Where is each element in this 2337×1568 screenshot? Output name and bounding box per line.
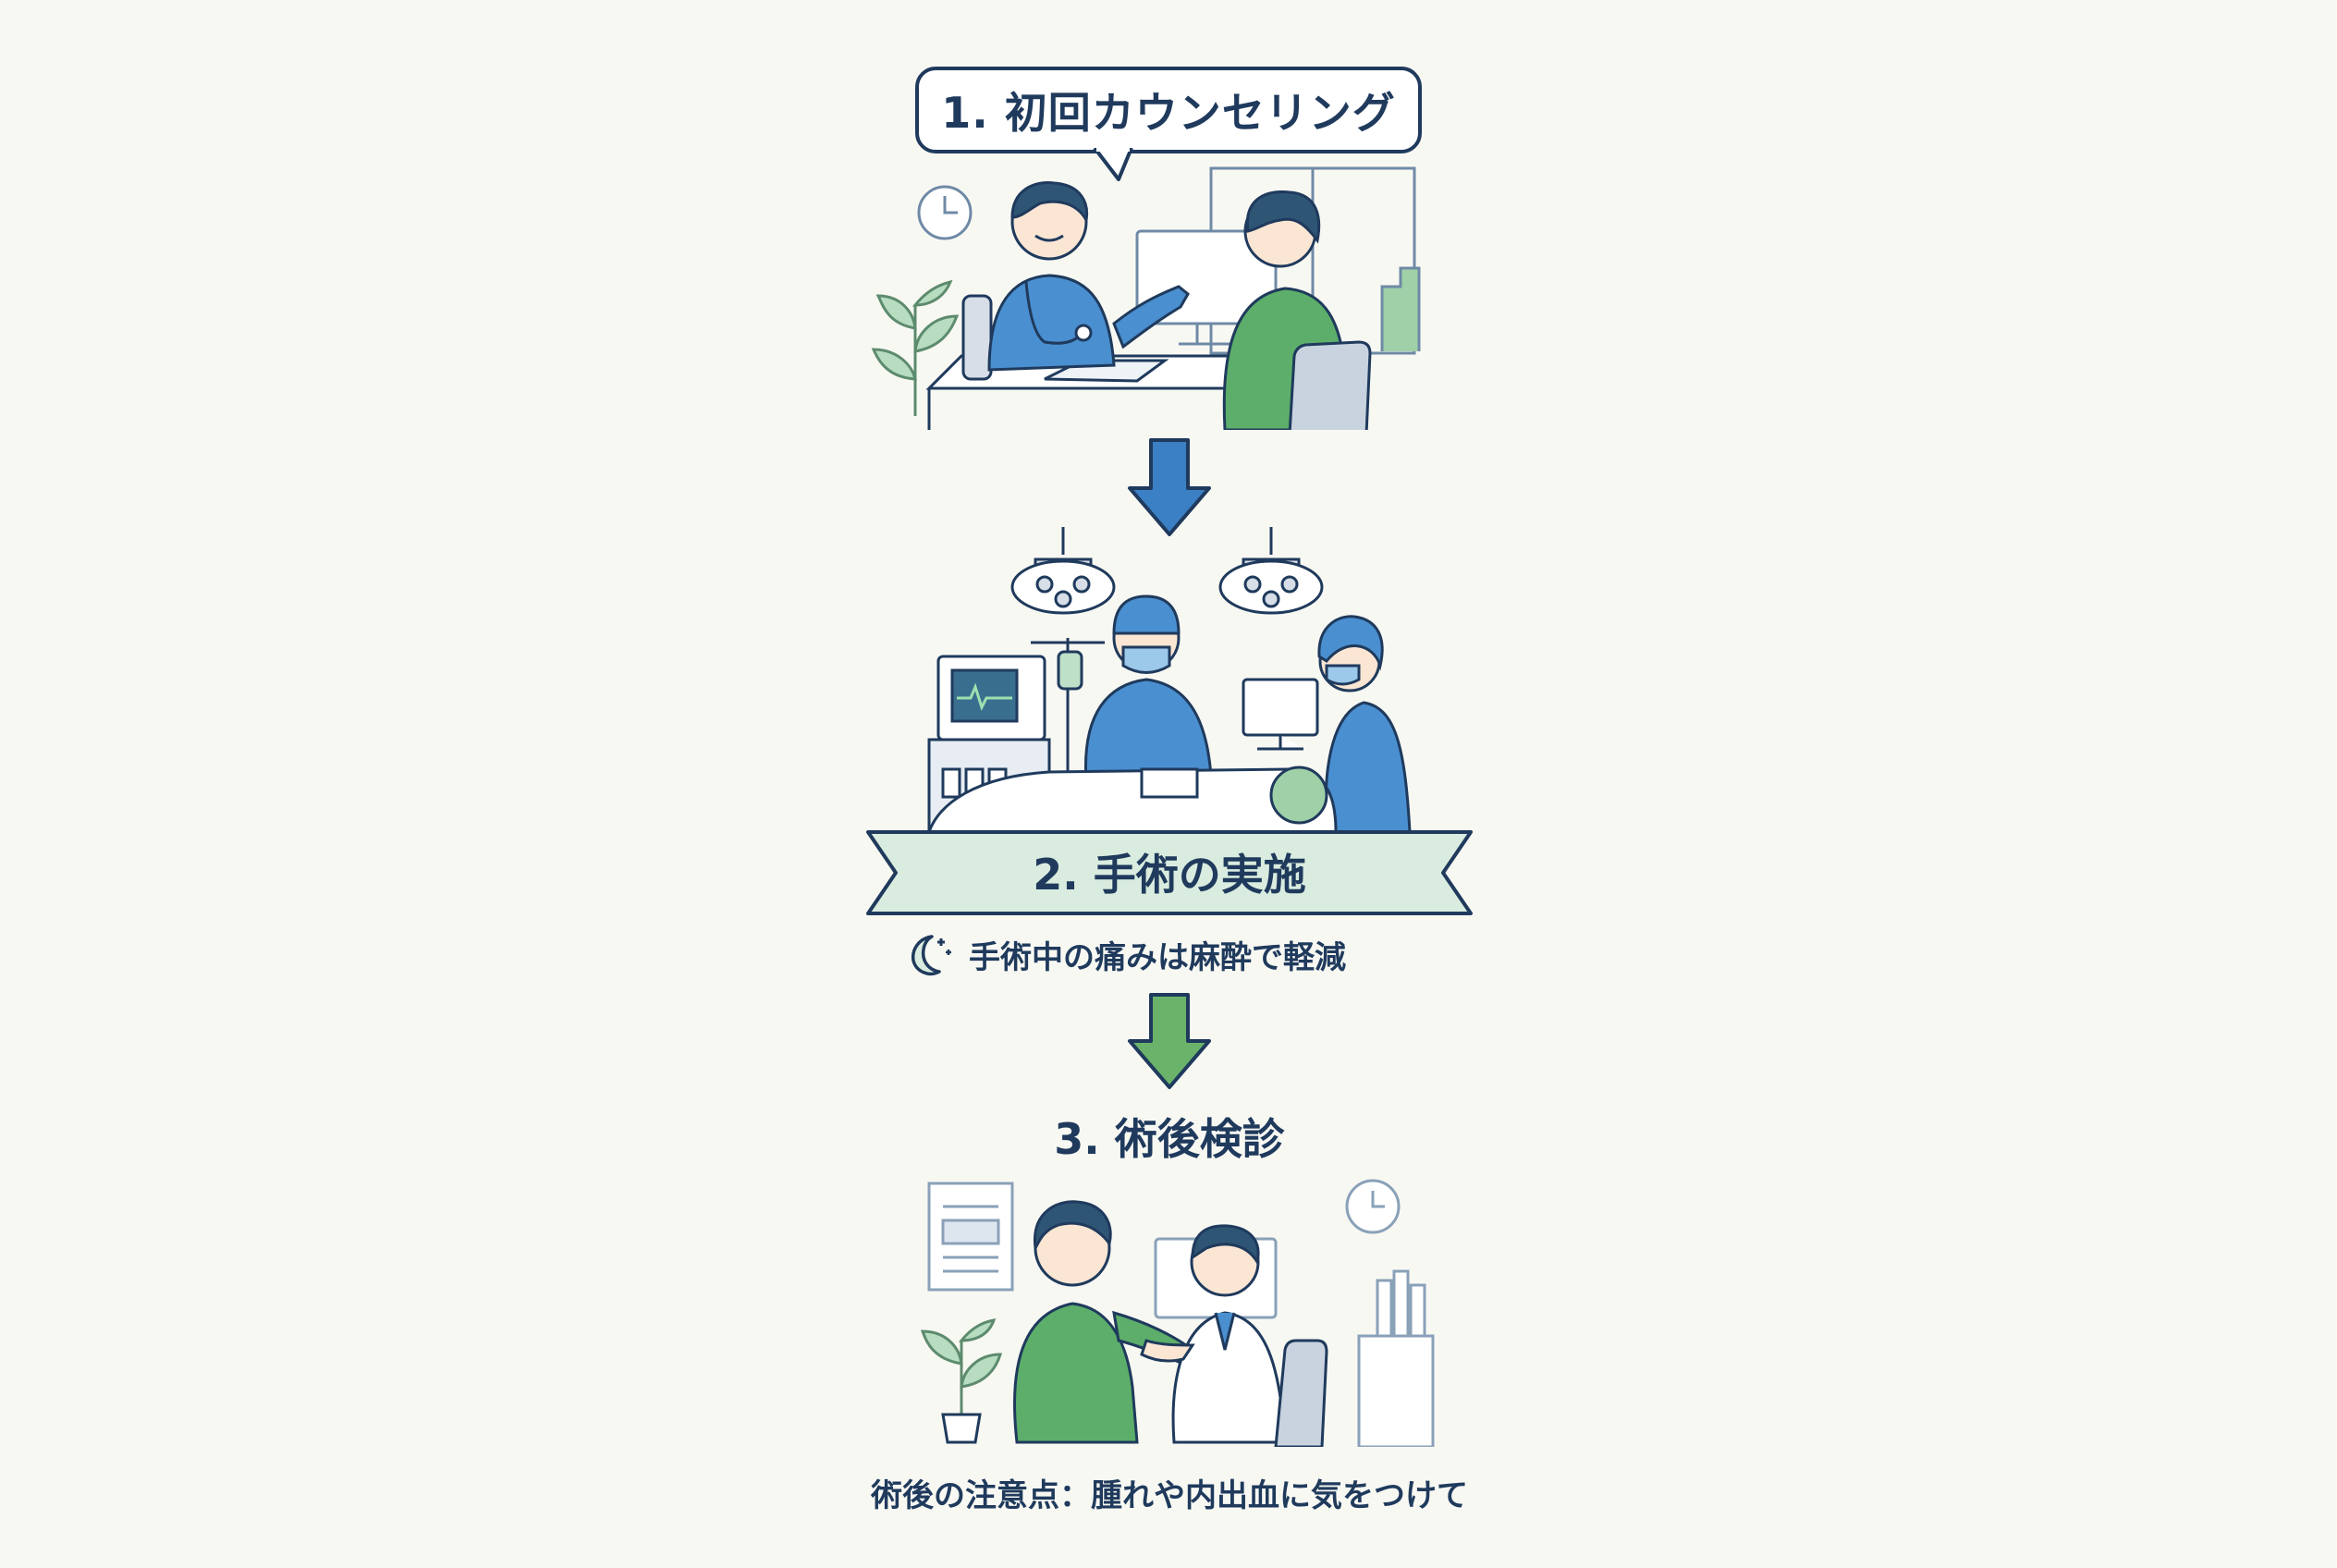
iv-stand-icon bbox=[1031, 638, 1105, 832]
step2-title: 2. 手術の実施 bbox=[1033, 850, 1306, 900]
plant-icon bbox=[920, 1318, 1003, 1444]
patient-on-table bbox=[927, 766, 1338, 832]
down-arrow-icon bbox=[1128, 993, 1211, 1089]
chair bbox=[1274, 1339, 1328, 1447]
surgeon-figure bbox=[1083, 594, 1213, 783]
operating-room-illustration bbox=[927, 527, 1412, 832]
checkup-illustration bbox=[920, 1179, 1435, 1447]
clock-icon bbox=[917, 185, 973, 240]
patient-figure bbox=[1013, 1200, 1195, 1444]
anesthesia-note-text: 手術中の痛みは麻酔で軽減 bbox=[969, 938, 1346, 976]
surgical-lamp-icon bbox=[1218, 527, 1324, 615]
anesthesia-note: 手術中の痛みは麻酔で軽減 bbox=[906, 926, 1442, 982]
surgical-lamp-icon bbox=[1010, 527, 1116, 615]
chair bbox=[961, 294, 993, 381]
down-arrow-icon bbox=[1128, 438, 1211, 536]
doctor-figure bbox=[987, 180, 1190, 372]
consultation-illustration bbox=[871, 166, 1421, 430]
shelf-icon bbox=[1357, 1269, 1435, 1447]
speech-bubble-tail bbox=[1093, 148, 1133, 181]
monitor-icon bbox=[1242, 678, 1319, 751]
step1-title: 1. 初回カウンセリング bbox=[915, 67, 1422, 153]
step2-banner bbox=[866, 830, 1473, 915]
plant-icon bbox=[871, 279, 960, 416]
chair bbox=[1288, 340, 1372, 430]
doctor-figure bbox=[1140, 1224, 1287, 1444]
nurse-figure bbox=[1317, 615, 1412, 832]
post-op-caution: 術後の注意点：腫れや内出血に気をつけて bbox=[871, 1476, 1468, 1514]
poster-icon bbox=[927, 1182, 1014, 1292]
moon-stars-icon bbox=[911, 935, 951, 976]
step3-title: 3. 術後検診 bbox=[1054, 1114, 1285, 1164]
clock-icon bbox=[1345, 1179, 1401, 1234]
